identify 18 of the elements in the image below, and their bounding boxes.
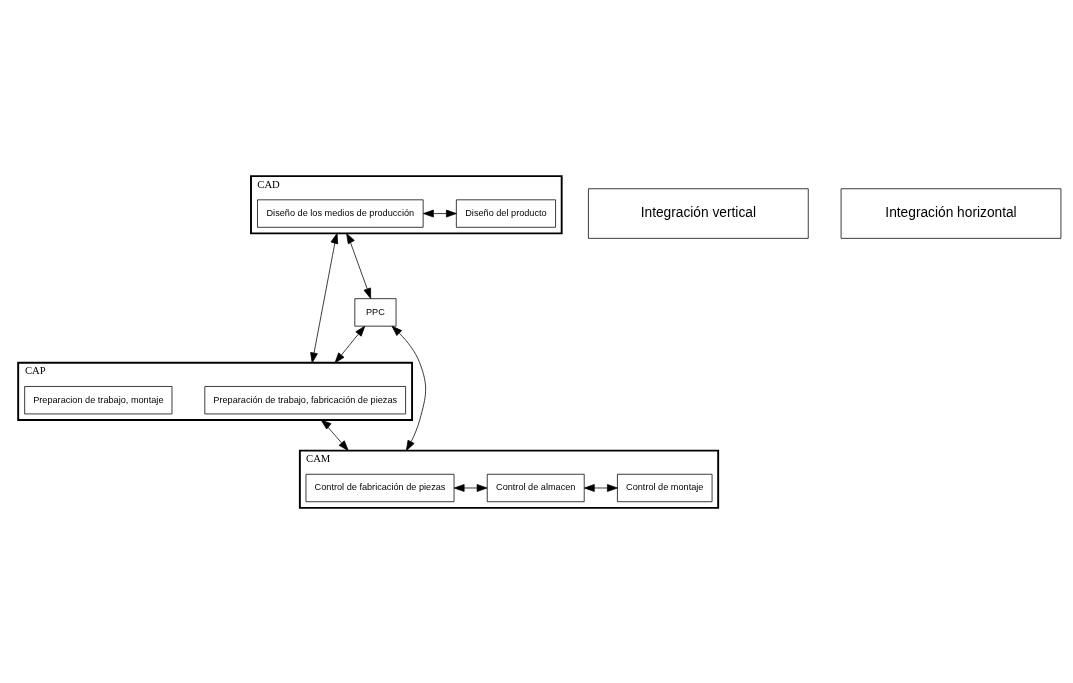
node-box: Preparación de trabajo, fabricación de piezas bbox=[204, 385, 406, 414]
node-box: Diseño de los medios de producción bbox=[257, 198, 424, 228]
node-box: Diseño del producto bbox=[455, 198, 556, 228]
arrow bbox=[334, 325, 366, 363]
arrow bbox=[423, 209, 457, 217]
arrow bbox=[584, 483, 618, 492]
node-box: Integración horizontal bbox=[840, 187, 1062, 239]
arrow bbox=[453, 483, 488, 492]
node-box: Control de montaje bbox=[617, 473, 713, 502]
arrow bbox=[391, 325, 426, 451]
arrow bbox=[310, 232, 339, 363]
arrow bbox=[346, 232, 372, 299]
arrow bbox=[320, 419, 349, 451]
node-box: Control de fabricación de piezas bbox=[305, 473, 455, 502]
node-box: PPC bbox=[354, 297, 397, 327]
node-box: Integración vertical bbox=[588, 187, 809, 239]
node-box: Control de almacen bbox=[486, 473, 585, 502]
node-box: Preparacion de trabajo, montaje bbox=[24, 385, 173, 414]
